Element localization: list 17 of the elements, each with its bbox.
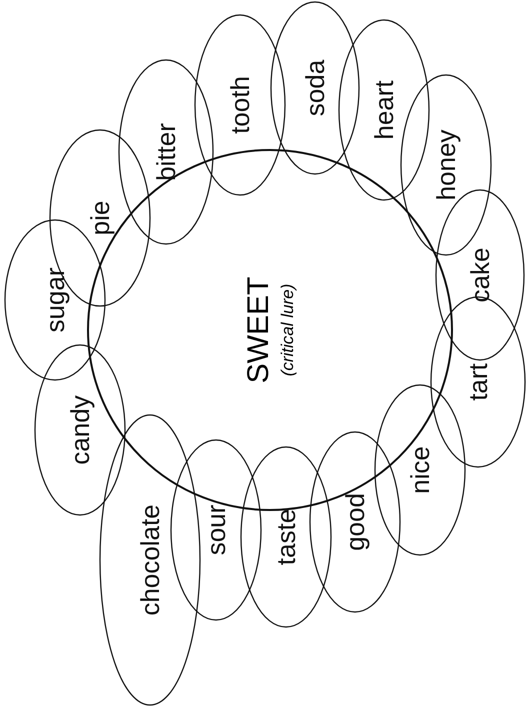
list-word: cake	[467, 248, 493, 302]
list-word: pie	[87, 200, 113, 236]
list-word: honey	[433, 130, 459, 200]
lure-note: (critical lure)	[278, 282, 298, 378]
list-word: nice	[407, 446, 433, 494]
list-word: bitter	[153, 123, 179, 181]
list-word: sugar	[42, 267, 68, 333]
list-word: soda	[302, 60, 328, 116]
list-word: taste	[273, 508, 299, 566]
list-word: tart	[465, 363, 491, 401]
lure-word: SWEET	[242, 276, 276, 384]
list-word: chocolate	[137, 504, 163, 616]
list-word: candy	[67, 395, 93, 465]
list-word: heart	[371, 80, 397, 140]
list-word: sour	[203, 504, 229, 556]
list-word: good	[342, 493, 368, 551]
list-word: tooth	[227, 76, 253, 134]
